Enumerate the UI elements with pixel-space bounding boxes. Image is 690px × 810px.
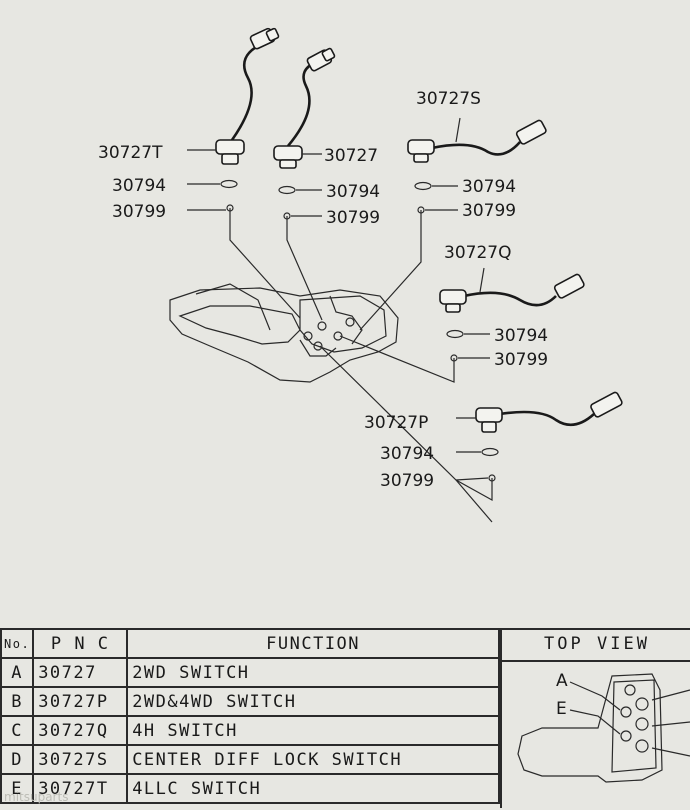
row-pnc: 30727P: [32, 686, 129, 717]
parts-table-container: No. P N C FUNCTION A 30727 2WD SWITCH B …: [0, 628, 500, 808]
row-pnc: 30727: [32, 657, 129, 688]
leader-lines: [229, 208, 493, 523]
row-no: E: [0, 773, 35, 804]
top-view-divider: [502, 660, 690, 662]
callout-30794-t: 30794: [112, 176, 166, 196]
switch-30727q: [439, 267, 585, 313]
callout-30794-p: 30794: [380, 444, 434, 464]
top-view-label-e: E: [556, 699, 567, 719]
steel-balls: [187, 204, 496, 482]
parts-function-table: No. P N C FUNCTION A 30727 2WD SWITCH B …: [0, 628, 500, 804]
top-view-title: TOP VIEW: [544, 634, 650, 654]
table-row: E 30727T 4LLC SWITCH: [0, 773, 500, 804]
callout-30799-q: 30799: [494, 350, 548, 370]
switch-30727t: [187, 27, 280, 165]
table-row: C 30727Q 4H SWITCH: [0, 715, 500, 746]
header-no: No.: [0, 628, 35, 659]
table-row: D 30727S CENTER DIFF LOCK SWITCH: [0, 744, 500, 775]
top-view-label-a: A: [556, 671, 568, 691]
row-function: CENTER DIFF LOCK SWITCH: [126, 744, 500, 775]
row-no: B: [0, 686, 35, 717]
row-no: D: [0, 744, 35, 775]
exploded-parts-diagram: 30727T 30727 30727S 30727Q 30727P 30794 …: [98, 27, 623, 523]
table-row: A 30727 2WD SWITCH: [0, 657, 500, 688]
row-pnc: 30727T: [32, 773, 129, 804]
row-no: C: [0, 715, 35, 746]
callout-30727: 30727: [324, 146, 378, 166]
table-row: B 30727P 2WD&4WD SWITCH: [0, 686, 500, 717]
switch-30727s: [407, 117, 547, 163]
table-header-row: No. P N C FUNCTION: [0, 628, 500, 659]
callout-30794-s: 30794: [462, 177, 516, 197]
callout-30799-a: 30799: [326, 208, 380, 228]
row-pnc: 30727S: [32, 744, 129, 775]
row-no: A: [0, 657, 35, 688]
header-function: FUNCTION: [126, 628, 500, 659]
row-pnc: 30727Q: [32, 715, 129, 746]
row-function: 2WD&4WD SWITCH: [126, 686, 500, 717]
callout-30727t: 30727T: [98, 143, 163, 163]
callout-30799-t: 30799: [112, 202, 166, 222]
callout-30799-s: 30799: [462, 201, 516, 221]
top-view-drawing: A E: [517, 671, 690, 783]
watermark: mitsuparts: [4, 790, 69, 804]
callout-30794-a: 30794: [326, 182, 380, 202]
callout-30727s: 30727S: [416, 89, 481, 109]
transfer-case-housing: [169, 283, 399, 383]
callout-30794-q: 30794: [494, 326, 548, 346]
gaskets: [187, 179, 499, 457]
callout-30727q: 30727Q: [444, 243, 511, 263]
switch-30727p: [456, 391, 623, 433]
header-pnc: P N C: [32, 628, 129, 659]
row-function: 2WD SWITCH: [126, 657, 500, 688]
callout-30727p: 30727P: [364, 413, 428, 433]
switch-30727: [273, 47, 336, 169]
callout-30799-p: 30799: [380, 471, 434, 491]
top-view-panel: TOP VIEW A E: [500, 628, 690, 808]
row-function: 4LLC SWITCH: [126, 773, 500, 804]
row-function: 4H SWITCH: [126, 715, 500, 746]
